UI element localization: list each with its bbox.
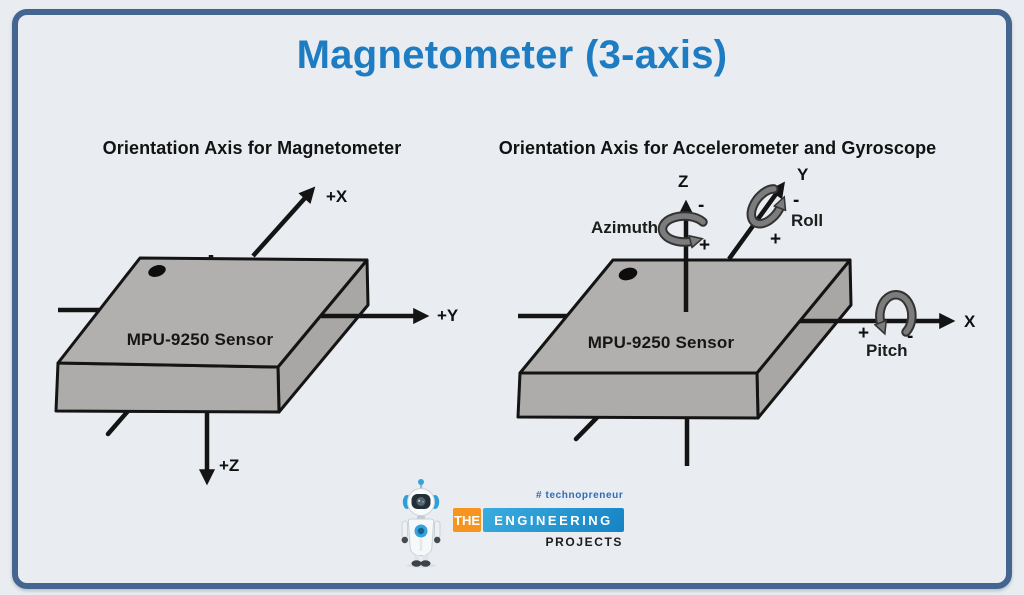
right-diagram-heading: Orientation Axis for Accelerometer and G… [498,138,937,158]
roll-label: Roll [791,211,824,230]
logo-tagline: # technopreneur [536,490,624,501]
left-x-axis-label: +X [326,187,348,206]
right-y-axis-label: Y [797,165,809,184]
azimuth-label: Azimuth [590,218,658,237]
azimuth-minus-sign: - [698,195,705,216]
right-x-axis-label: X [964,312,976,331]
pitch-minus-sign: - [907,326,914,347]
pin1-dot [148,265,166,277]
left-diagram-heading: Orientation Axis for Magnetometer [102,138,402,158]
chip-front-face [54,361,281,414]
left-y-axis-label: +Y [437,306,459,325]
pin1-dot [618,267,638,281]
roll-plus-sign: + [770,229,782,250]
figure-title: Magnetometer (3-axis) [296,33,728,77]
robot-mascot-icon [401,479,441,568]
logo-word-the: THE [453,508,481,532]
left-sensor-label: MPU-9250 Sensor [126,330,274,349]
figure-border-frame [12,9,1012,589]
azimuth-rotation-arrow [657,211,708,242]
roll-rotation-arrow [746,184,787,229]
chip-top-face [56,256,369,369]
roll-minus-sign: - [793,190,800,211]
azimuth-plus-sign: + [699,235,711,256]
accel-gyro-axes-diagram [516,181,956,466]
logo-word-projects: PROJECTS [545,535,623,549]
right-z-axis-label: Z [678,172,689,191]
x-axis-arrow [251,186,316,258]
pitch-plus-sign: + [858,323,870,344]
mpu-chip [516,258,853,420]
magnetometer-axes-diagram [54,186,430,486]
mpu-chip [54,256,370,414]
left-z-axis-label: +Z [219,456,240,475]
logo-word-engineering: ENGINEERING [483,508,624,532]
pitch-rotation-arrow [880,290,917,337]
pitch-label: Pitch [866,341,908,360]
chip-front-face [516,371,760,420]
right-sensor-label: MPU-9250 Sensor [587,333,735,352]
chip-top-face [518,258,852,375]
